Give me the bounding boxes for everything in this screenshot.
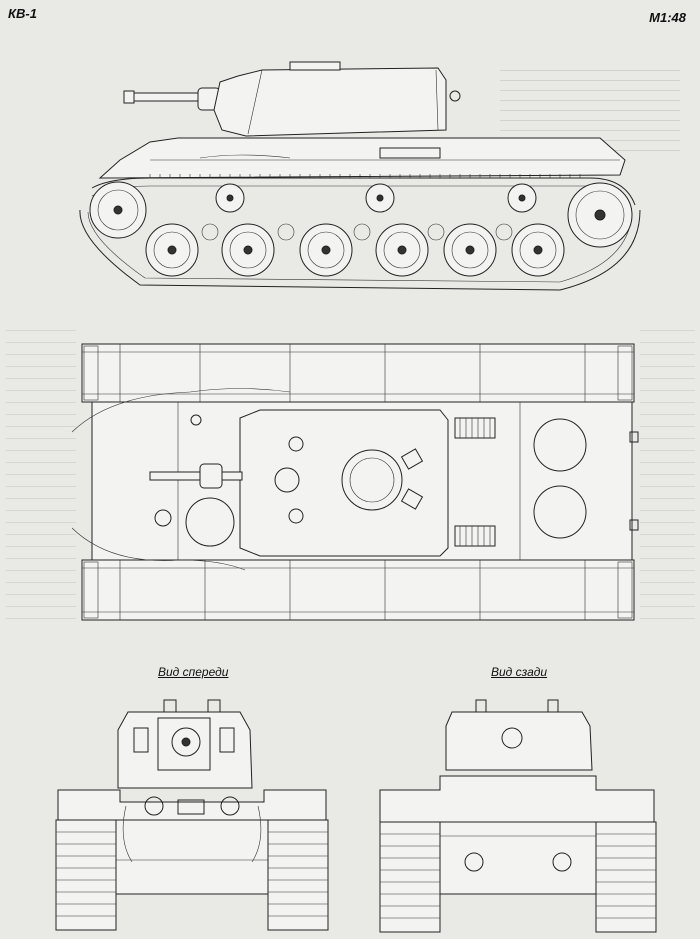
background-text-block (6, 330, 76, 630)
front-view-label: Вид спереди (158, 665, 229, 679)
track-teeth-top (149, 174, 581, 178)
rear-view-drawing (379, 699, 657, 933)
background-text-block (640, 330, 695, 630)
rear-view-label: Вид сзади (491, 665, 548, 679)
drawing-scale: М1:48 (649, 10, 686, 25)
road-wheels (145, 223, 565, 277)
front-view-drawing (55, 699, 329, 931)
drawing-title: КВ-1 (8, 6, 37, 21)
top-view-drawing (71, 343, 639, 621)
